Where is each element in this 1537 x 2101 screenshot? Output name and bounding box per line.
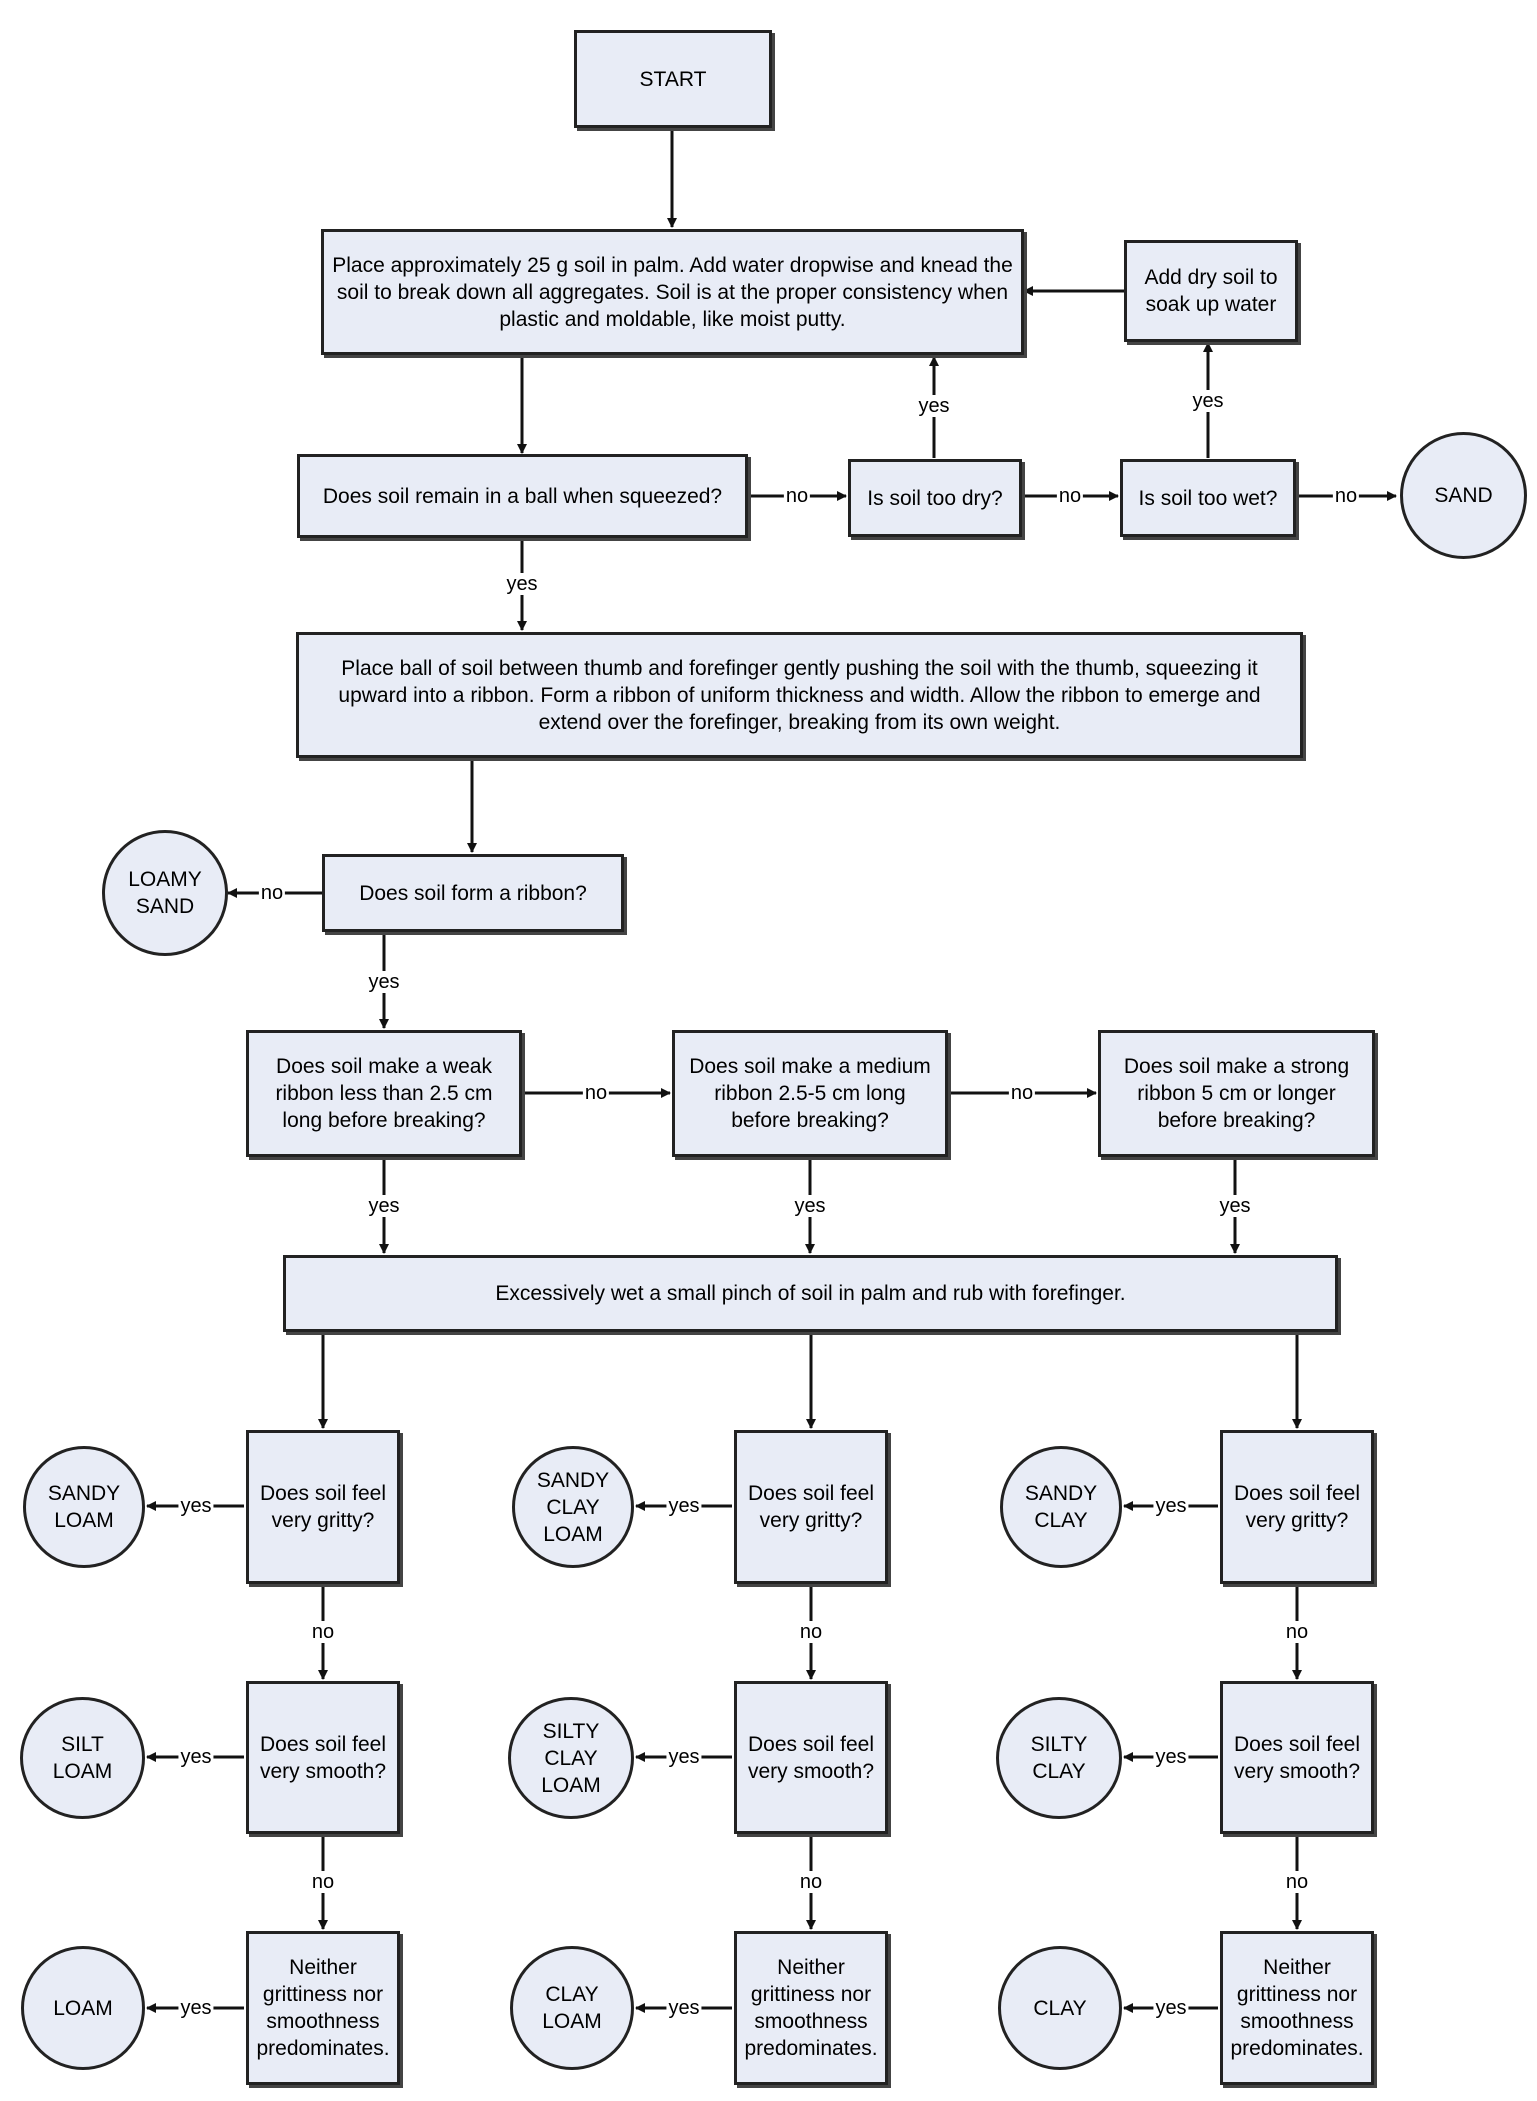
smooth-question-box-col1: Does soil feel very smooth? bbox=[246, 1681, 400, 1834]
label-weak-no: no bbox=[582, 1082, 610, 1104]
label-ball-yes: yes bbox=[504, 573, 540, 595]
result-loam: LOAM bbox=[21, 1946, 145, 2070]
neither-box-col3: Neither grittiness nor smoothness predom… bbox=[1220, 1931, 1374, 2085]
smooth-question-box-col2: Does soil feel very smooth? bbox=[734, 1681, 888, 1834]
label-smooth-3-no: no bbox=[1283, 1871, 1311, 1893]
wet-rub-instruction-box: Excessively wet a small pinch of soil in… bbox=[283, 1255, 1338, 1332]
result-clay: CLAY bbox=[998, 1946, 1122, 2070]
neither-box-col2: Neither grittiness nor smoothness predom… bbox=[734, 1931, 888, 2085]
label-too-dry-yes: yes bbox=[916, 395, 952, 417]
neither-box-col1: Neither grittiness nor smoothness predom… bbox=[246, 1931, 400, 2085]
label-form-ribbon-yes: yes bbox=[366, 971, 402, 993]
label-neither-2-yes: yes bbox=[666, 1997, 702, 2019]
result-silt-loam: SILT LOAM bbox=[20, 1697, 145, 1819]
ball-question-box: Does soil remain in a ball when squeezed… bbox=[297, 454, 748, 538]
gritty-question-box-col1: Does soil feel very gritty? bbox=[246, 1430, 400, 1584]
result-sandy-loam: SANDY LOAM bbox=[23, 1446, 145, 1568]
result-sandy-clay-loam: SANDY CLAY LOAM bbox=[512, 1446, 634, 1568]
gritty-question-box-col2: Does soil feel very gritty? bbox=[734, 1430, 888, 1584]
result-loamy-sand: LOAMY SAND bbox=[102, 830, 228, 956]
label-medium-no: no bbox=[1008, 1082, 1036, 1104]
label-too-wet-no: no bbox=[1332, 485, 1360, 507]
label-too-dry-no: no bbox=[1056, 485, 1084, 507]
label-medium-yes: yes bbox=[792, 1195, 828, 1217]
result-silty-clay-loam: SILTY CLAY LOAM bbox=[508, 1697, 634, 1819]
label-gritty-3-yes: yes bbox=[1153, 1495, 1189, 1517]
result-sandy-clay: SANDY CLAY bbox=[1000, 1446, 1122, 1568]
weak-ribbon-question-box: Does soil make a weak ribbon less than 2… bbox=[246, 1030, 522, 1157]
label-gritty-2-no: no bbox=[797, 1621, 825, 1643]
ribbon-instruction-box: Place ball of soil between thumb and for… bbox=[296, 632, 1303, 758]
label-weak-yes: yes bbox=[366, 1195, 402, 1217]
result-clay-loam: CLAY LOAM bbox=[510, 1946, 634, 2070]
too-dry-question-box: Is soil too dry? bbox=[848, 459, 1022, 537]
label-gritty-1-yes: yes bbox=[178, 1495, 214, 1517]
label-strong-yes: yes bbox=[1217, 1195, 1253, 1217]
label-gritty-1-no: no bbox=[309, 1621, 337, 1643]
result-sand: SAND bbox=[1400, 432, 1527, 559]
gritty-question-box-col3: Does soil feel very gritty? bbox=[1220, 1430, 1374, 1584]
label-form-ribbon-no: no bbox=[258, 882, 286, 904]
strong-ribbon-question-box: Does soil make a strong ribbon 5 cm or l… bbox=[1098, 1030, 1375, 1157]
result-silty-clay: SILTY CLAY bbox=[996, 1697, 1122, 1819]
medium-ribbon-question-box: Does soil make a medium ribbon 2.5-5 cm … bbox=[672, 1030, 948, 1157]
knead-instruction-box: Place approximately 25 g soil in palm. A… bbox=[321, 229, 1024, 355]
label-smooth-2-no: no bbox=[797, 1871, 825, 1893]
label-neither-3-yes: yes bbox=[1153, 1997, 1189, 2019]
too-wet-question-box: Is soil too wet? bbox=[1120, 459, 1296, 537]
label-neither-1-yes: yes bbox=[178, 1997, 214, 2019]
label-smooth-3-yes: yes bbox=[1153, 1746, 1189, 1768]
label-gritty-3-no: no bbox=[1283, 1621, 1311, 1643]
label-smooth-2-yes: yes bbox=[666, 1746, 702, 1768]
label-smooth-1-no: no bbox=[309, 1871, 337, 1893]
label-gritty-2-yes: yes bbox=[666, 1495, 702, 1517]
form-ribbon-question-box: Does soil form a ribbon? bbox=[322, 854, 624, 932]
label-too-wet-yes: yes bbox=[1190, 390, 1226, 412]
add-dry-soil-box: Add dry soil to soak up water bbox=[1124, 240, 1298, 342]
start-node: START bbox=[574, 30, 772, 128]
smooth-question-box-col3: Does soil feel very smooth? bbox=[1220, 1681, 1374, 1834]
label-ball-no: no bbox=[783, 485, 811, 507]
label-smooth-1-yes: yes bbox=[178, 1746, 214, 1768]
